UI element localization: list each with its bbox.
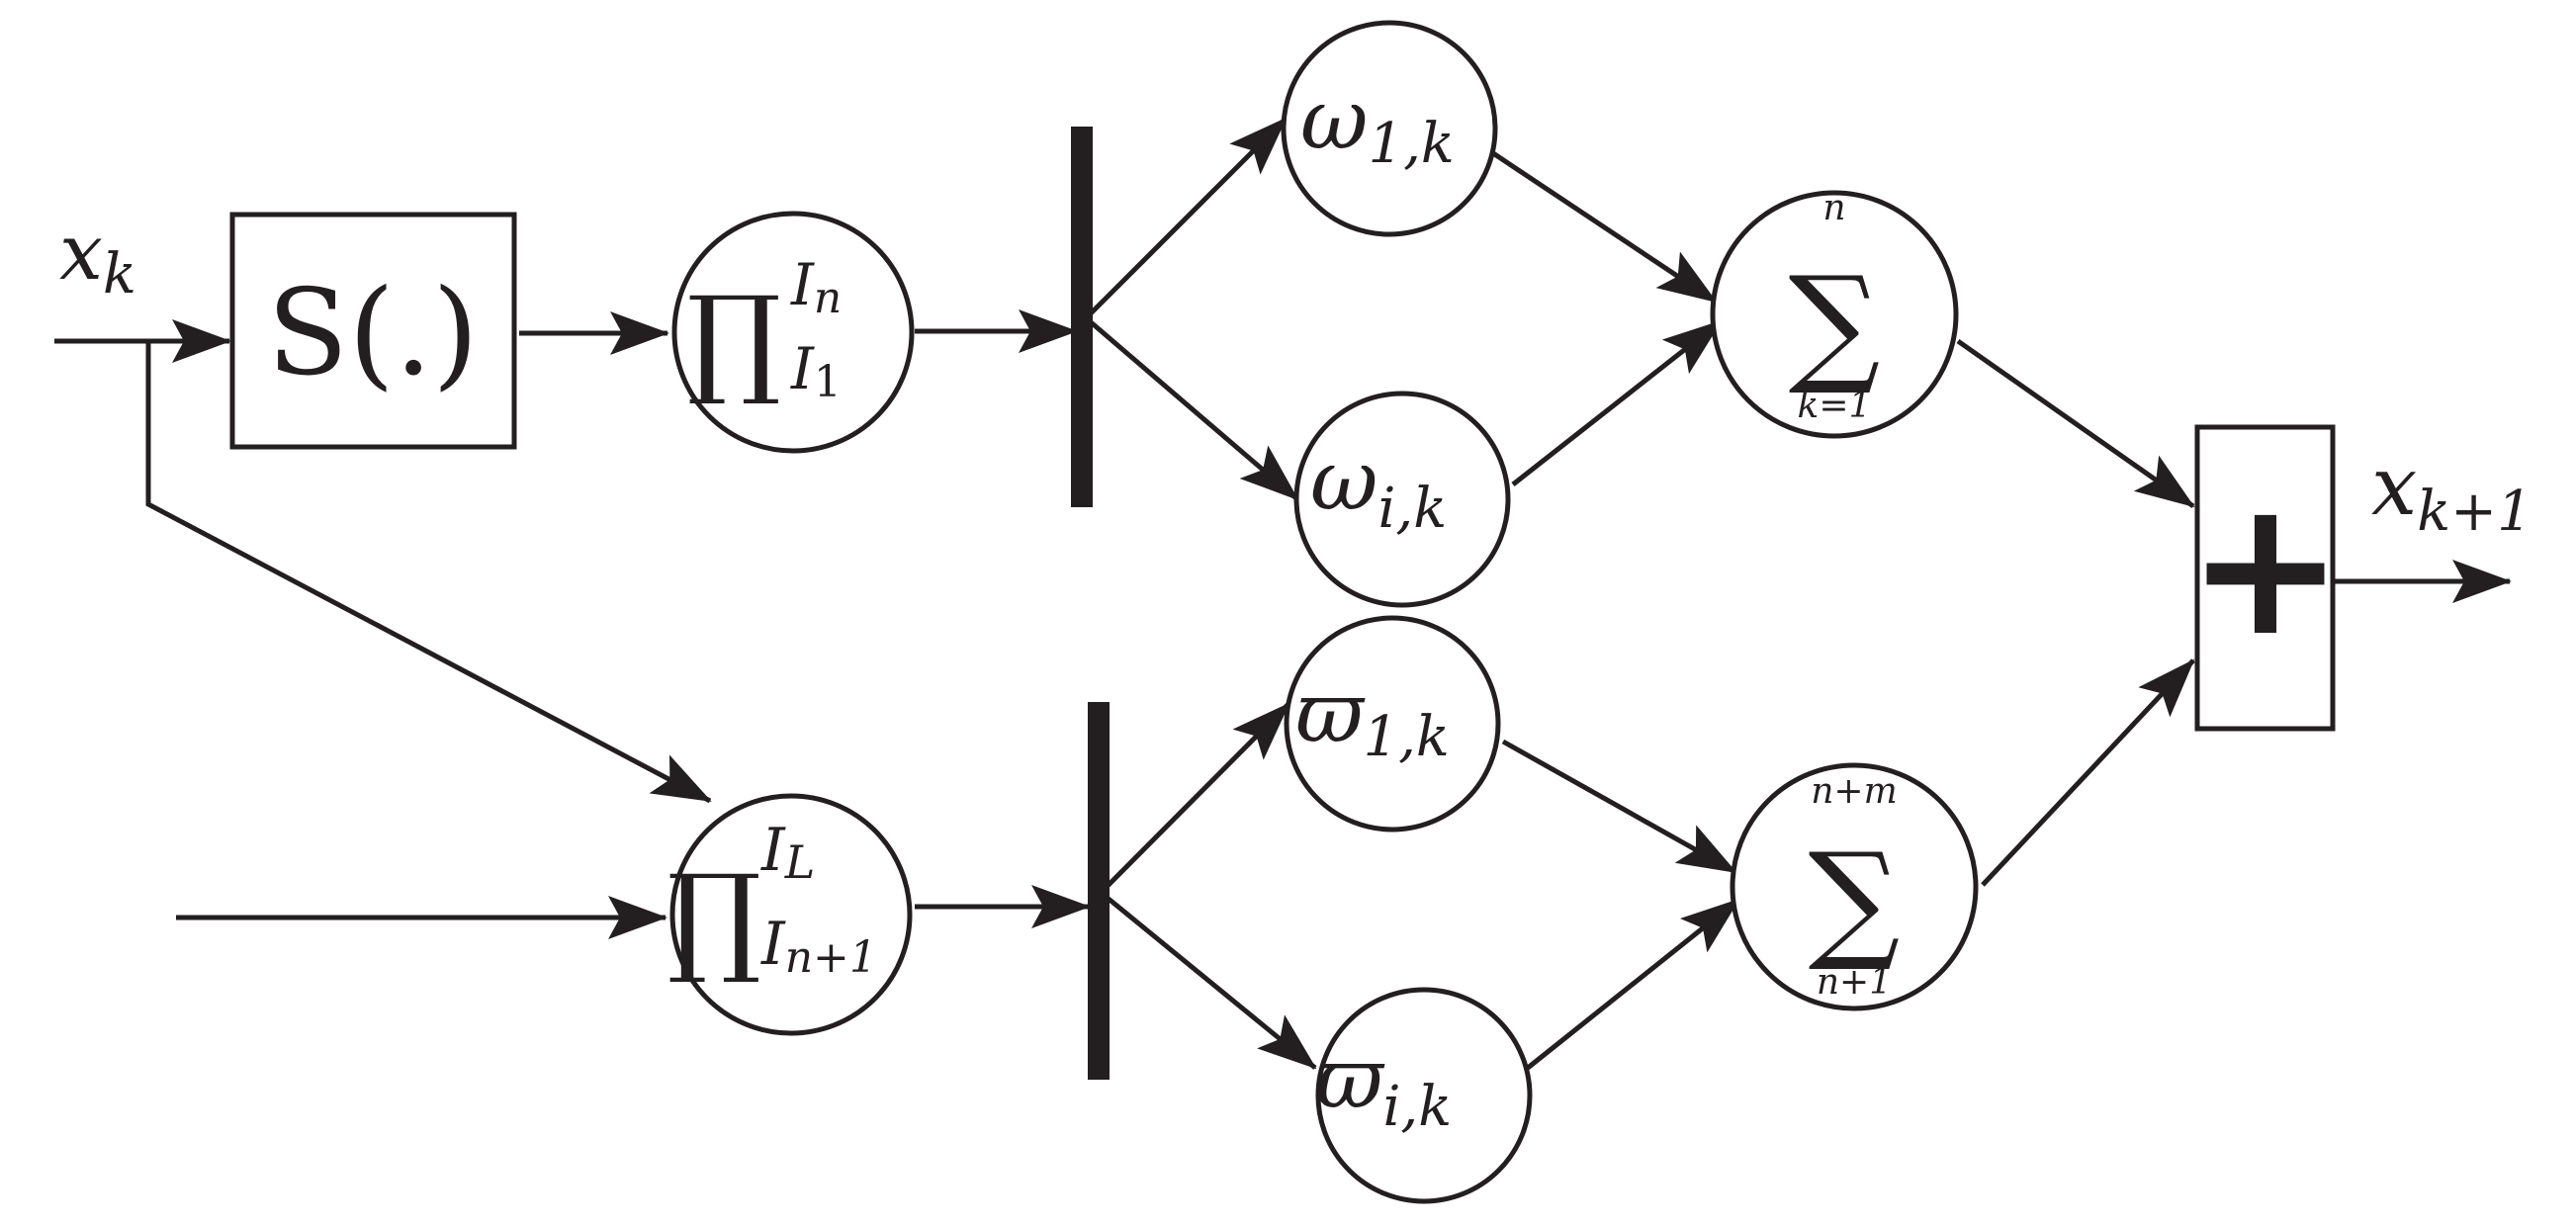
svg-text:k=1: k=1 [1798, 386, 1872, 426]
weight-node-bottom-i: ϖi,k [1315, 987, 1533, 1204]
weight-node-top-i: ωi,k [1293, 391, 1511, 608]
bar-top-to-wi-arrow [1088, 319, 1299, 501]
svg-text:ω1,k: ω1,k [1300, 71, 1455, 176]
svg-text:∏: ∏ [686, 272, 781, 409]
weight-node-bottom-1: ϖ1,k [1284, 615, 1501, 833]
svg-text:∏: ∏ [666, 850, 761, 988]
svg-text:n+1: n+1 [1817, 962, 1892, 1003]
w1-to-sum-top-arrow [1491, 150, 1718, 305]
w1b-to-sum-bottom-arrow [1501, 739, 1737, 875]
svg-text:n+m: n+m [1811, 771, 1898, 812]
input-label: xk [59, 209, 136, 307]
sum-top-to-adder-arrow [1956, 338, 2195, 509]
sum-bottom-to-adder-arrow [1981, 658, 2195, 887]
s-block: S(.) [229, 212, 517, 450]
bar-top-to-w1-arrow [1088, 117, 1288, 316]
input-branch-line [145, 341, 712, 804]
s-block-label: S(.) [267, 265, 479, 402]
svg-text:∑: ∑ [1789, 248, 1881, 398]
prod-bottom-node: ∏ IL In+1 [666, 793, 913, 1036]
bottom-bar [1088, 702, 1110, 1080]
top-bar [1071, 127, 1093, 507]
adder-block: + [2186, 424, 2345, 732]
svg-text:ϖi,k: ϖi,k [1315, 1030, 1452, 1139]
svg-text:IL: IL [760, 816, 815, 889]
sum-bottom-node: n+m ∑ n+1 [1730, 762, 1979, 1011]
sum-top-node: n ∑ k=1 [1710, 188, 1959, 439]
svg-text:In+1: In+1 [760, 910, 877, 983]
svg-text:In: In [790, 251, 842, 323]
prod-top-node: ∏ In I1 [671, 211, 915, 454]
svg-text:ωi,k: ωi,k [1310, 432, 1447, 541]
weight-node-top-1: ω1,k [1281, 20, 1498, 237]
svg-text:ϖ1,k: ϖ1,k [1295, 664, 1450, 769]
svg-text:∑: ∑ [1809, 825, 1901, 975]
bar-bottom-to-wi-arrow [1102, 893, 1317, 1070]
wi-to-sum-top-arrow [1511, 319, 1723, 486]
wib-to-sum-bottom-arrow [1526, 898, 1740, 1070]
svg-text:n: n [1822, 188, 1845, 228]
bar-bottom-to-w1-arrow [1102, 702, 1290, 892]
svg-text:I1: I1 [790, 335, 842, 407]
connections [54, 117, 2512, 1070]
plus-sign: + [2186, 459, 2344, 677]
output-label: xk+1 [2371, 440, 2532, 544]
